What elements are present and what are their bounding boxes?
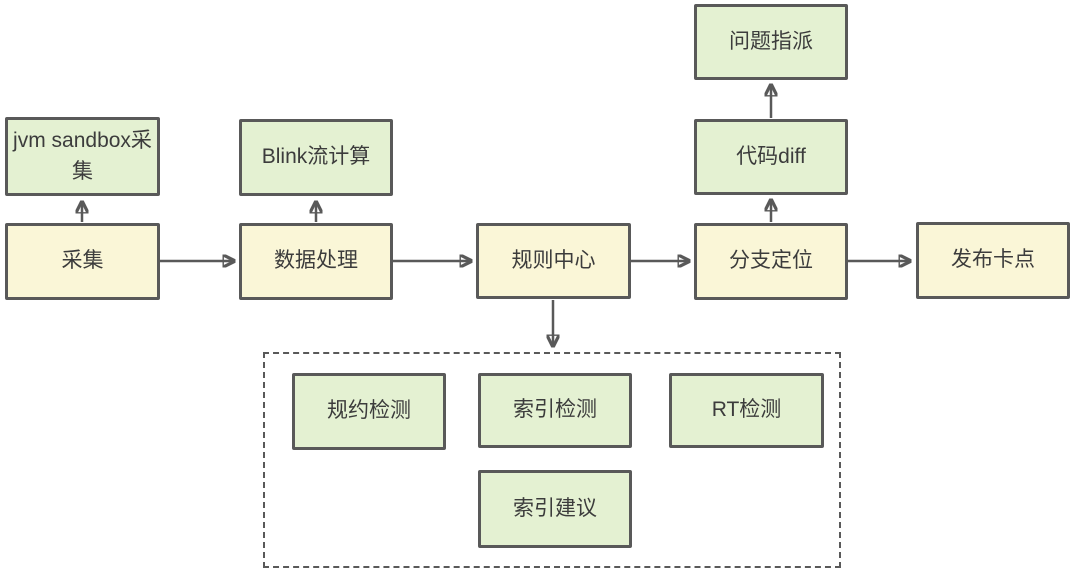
node-data-processing: 数据处理	[239, 223, 393, 300]
node-code-diff: 代码diff	[694, 119, 848, 195]
node-collection: 采集	[5, 223, 160, 300]
node-index-suggestion: 索引建议	[478, 470, 632, 548]
node-issue-assignment: 问题指派	[694, 4, 848, 80]
node-branch-locating: 分支定位	[694, 223, 848, 300]
node-index-check: 索引检测	[478, 373, 632, 448]
node-rt-check: RT检测	[669, 373, 824, 448]
node-convention-check: 规约检测	[292, 373, 446, 450]
node-blink-stream-computing: Blink流计算	[239, 119, 393, 196]
node-release-gate: 发布卡点	[916, 222, 1070, 299]
node-jvm-sandbox-collection: jvm sandbox采集	[5, 117, 160, 196]
node-rule-center: 规则中心	[476, 223, 631, 299]
